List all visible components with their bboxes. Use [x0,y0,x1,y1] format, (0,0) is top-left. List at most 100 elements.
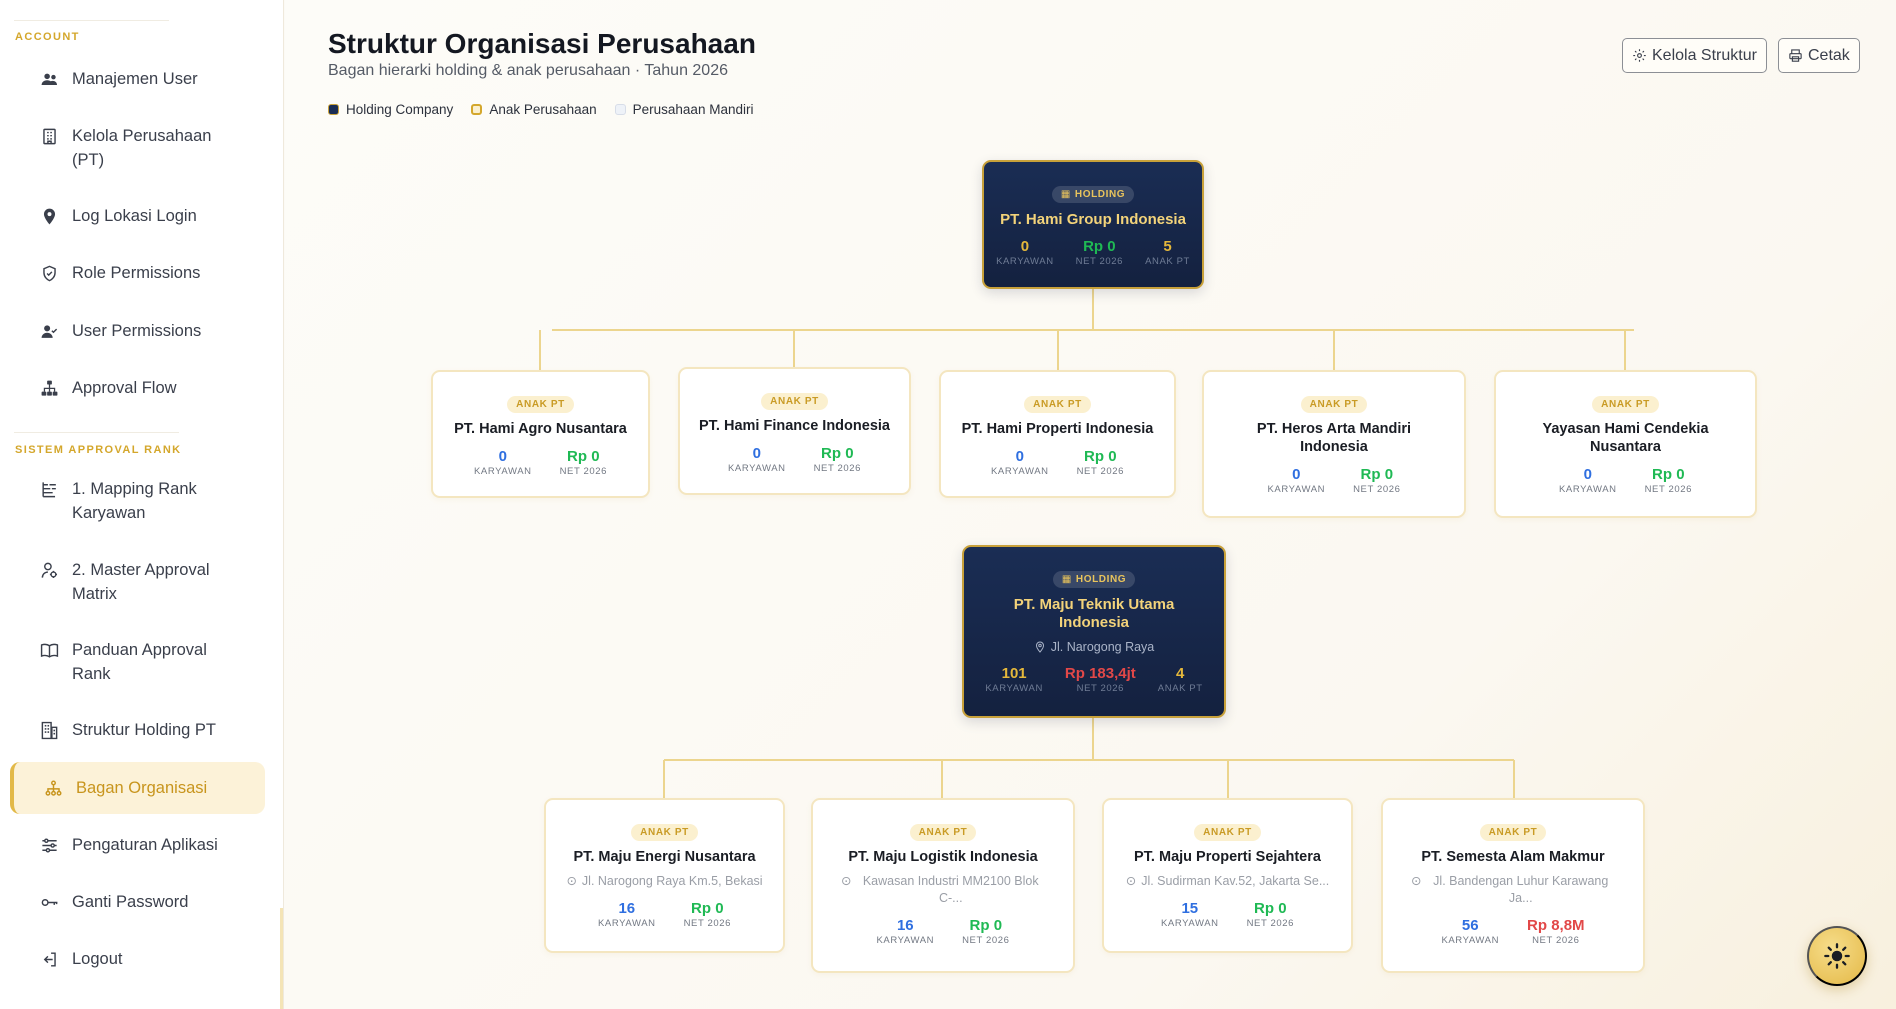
stat-label: KARYAWAN [996,256,1054,267]
company-address: Jl. Narogong Raya [964,640,1224,654]
sidebar-item-mapping-rank[interactable]: 1. Mapping Rank Karyawan [38,477,238,525]
sidebar-item-master-approval-matrix[interactable]: 2. Master Approval Matrix [38,558,238,606]
stat-label: NET 2026 [1075,256,1124,267]
stat-label: NET 2026 [1246,918,1294,929]
cetak-button[interactable]: Cetak [1778,38,1860,73]
child-card[interactable]: ANAK PT PT. Maju Logistik Indonesia ⊙Kaw… [811,798,1075,973]
sitemap-icon [38,377,60,399]
cetak-label: Cetak [1808,46,1850,64]
holding-badge: ▦HOLDING [1052,571,1136,588]
company-address: ⊙Kawasan Industri MM2100 Blok C-... [813,873,1073,907]
sidebar-item-label: User Permissions [72,322,202,340]
holding-card[interactable]: ▦HOLDING PT. Maju Teknik Utama Indonesia… [962,545,1226,718]
company-name: PT. Hami Finance Indonesia [699,418,890,434]
child-badge: ANAK PT [1024,396,1091,413]
theme-toggle-button[interactable] [1807,926,1867,986]
map-pin-icon: ⊙ [1125,874,1137,888]
legend: Holding Company Anak Perusahaan Perusaha… [328,102,753,117]
child-badge: ANAK PT [761,393,828,410]
sidebar-item-kelola-perusahaan[interactable]: Kelola Perusahaan (PT) [38,124,238,172]
legend-item-holding: Holding Company [328,102,453,117]
child-card[interactable]: ANAK PT PT. Heros Arta Mandiri Indonesia… [1202,370,1466,518]
kelola-struktur-button[interactable]: Kelola Struktur [1622,38,1767,73]
stat-net: Rp 0 [691,900,724,917]
child-card[interactable]: ANAK PT PT. Maju Energi Nusantara ⊙Jl. N… [544,798,785,953]
address-text: Jl. Narogong Raya Km.5, Bekasi [581,874,763,888]
stat-karyawan: 0 [1020,238,1030,255]
key-icon [38,891,60,913]
address-text: Jl. Sudirman Kav.52, Jakarta Se... [1141,874,1330,888]
sidebar-item-bagan-organisasi[interactable]: Bagan Organisasi [42,776,262,800]
map-pin-icon: ⊙ [566,874,577,888]
badge-label: HOLDING [1075,574,1127,585]
sidebar-item-ganti-password[interactable]: Ganti Password [38,890,258,914]
stat-label: NET 2026 [1076,683,1125,694]
stat-label: NET 2026 [813,463,861,474]
sidebar-item-panduan-approval-rank[interactable]: Panduan Approval Rank [38,638,238,686]
legend-item-mandiri: Perusahaan Mandiri [614,102,753,117]
stat-label: KARYAWAN [876,935,935,946]
stat-label: KARYAWAN [598,918,656,929]
stat-net: Rp 0 [821,445,854,462]
company-name: PT. Semesta Alam Makmur [1421,849,1605,865]
sidebar-item-label: Ganti Password [72,893,189,911]
stat-label: NET 2026 [1076,466,1124,477]
sidebar-item-user-permissions[interactable]: User Permissions [38,319,258,343]
sidebar-item-logout[interactable]: Logout [38,947,258,971]
child-card[interactable]: ANAK PT PT. Maju Properti Sejahtera ⊙Jl.… [1102,798,1353,953]
child-card[interactable]: ANAK PT Yayasan Hami Cendekia Nusantara … [1494,370,1757,518]
sidebar-item-pengaturan-aplikasi[interactable]: Pengaturan Aplikasi [38,833,258,857]
printer-icon [1789,49,1802,62]
sidebar-item-role-permissions[interactable]: Role Permissions [38,261,258,285]
sidebar-item-label: Pengaturan Aplikasi [72,836,218,854]
child-badge: ANAK PT [1592,396,1659,413]
stat-anak-pt: 4 [1176,665,1185,682]
kelola-struktur-label: Kelola Struktur [1652,46,1757,64]
sidebar-item-approval-flow[interactable]: Approval Flow [38,376,258,400]
child-card[interactable]: ANAK PT PT. Semesta Alam Makmur ⊙Jl. Ban… [1381,798,1645,973]
sidebar-item-manajemen-user[interactable]: Manajemen User [38,67,258,91]
building-icon: ▦ [1060,189,1071,200]
page-title: Struktur Organisasi Perusahaan [328,28,756,59]
sidebar-item-label: Role Permissions [72,264,201,282]
sidebar-divider [14,20,169,21]
sidebar-scrollbar[interactable] [280,908,283,1009]
stat-net: Rp 0 [969,917,1003,934]
sliders-icon [38,834,60,856]
stat-karyawan: 16 [618,900,636,917]
child-badge: ANAK PT [507,396,574,413]
stat-label: KARYAWAN [985,683,1043,694]
map-pin-icon [1035,641,1044,653]
sidebar-item-log-lokasi-login[interactable]: Log Lokasi Login [38,204,258,228]
legend-swatch [471,104,483,115]
stat-net: Rp 0 [1254,900,1287,917]
main-content: Struktur Organisasi Perusahaan Bagan hie… [285,0,1896,1009]
sidebar-item-label: 2. Master Approval Matrix [72,561,210,603]
sidebar-item-label: Panduan Approval Rank [72,641,207,683]
stat-net: Rp 0 [1360,466,1394,483]
sidebar-item-label: Logout [72,950,123,968]
stat-label: NET 2026 [1353,484,1401,495]
section-title-approval: SISTEM APPROVAL RANK [15,444,182,456]
stat-karyawan: 0 [752,445,761,462]
stat-label: KARYAWAN [991,466,1049,477]
legend-label: Holding Company [346,102,454,117]
stat-net: Rp 8,8M [1527,917,1585,934]
sidebar-item-struktur-holding[interactable]: Struktur Holding PT [38,718,258,742]
holding-badge: ▦HOLDING [1051,186,1135,203]
stat-label: NET 2026 [1644,484,1692,495]
building-icon [38,125,60,147]
buildings-icon [38,719,60,741]
